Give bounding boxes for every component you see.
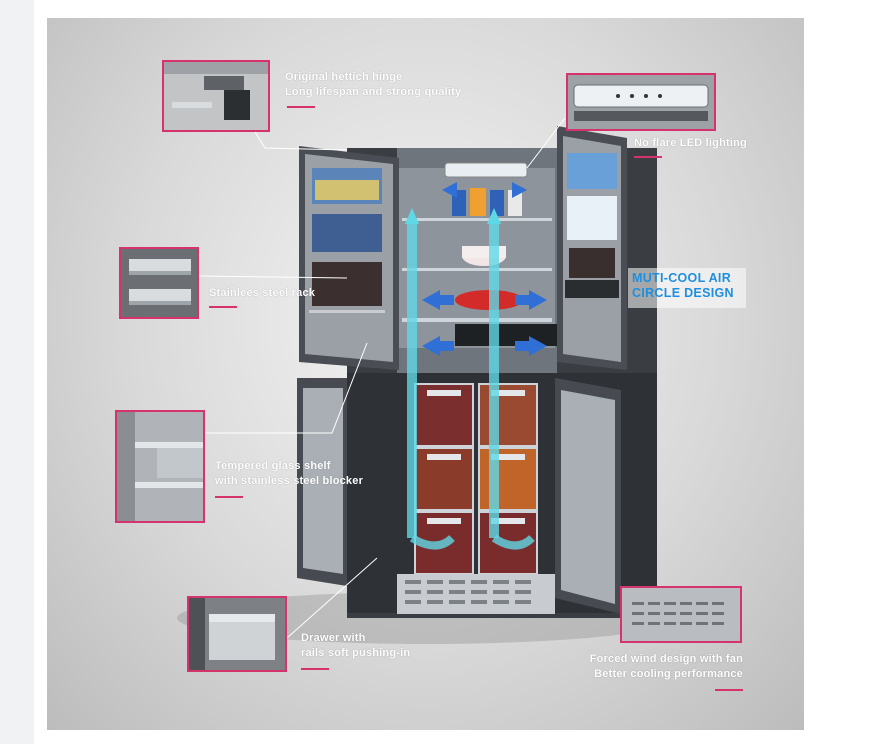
air-circle-design-label: MUTI-COOL AIR CIRCLE DESIGN <box>628 268 746 308</box>
rack-accent-bar <box>209 306 237 308</box>
left-sidebar-strip <box>0 0 35 744</box>
drawer-detail-photo <box>187 596 287 672</box>
fan-vent-detail-photo <box>620 586 742 643</box>
refrigerator-product-image: Original hettich hinge Long lifespan and… <box>47 18 804 730</box>
fan-accent-bar <box>715 689 743 691</box>
shelf-caption-line2: with stainless steel blocker <box>215 475 364 487</box>
drawer-caption: Drawer with rails soft pushing-in <box>301 631 410 661</box>
refrigerator-illustration <box>177 117 677 644</box>
fan-caption-line1: Forced wind design with fan <box>589 653 743 665</box>
rack-caption-line1: Stainlees steel rack <box>209 287 316 299</box>
fan-caption-line2: Better cooling performance <box>594 668 743 680</box>
air-circle-line1: MUTI-COOL AIR <box>632 271 732 285</box>
shelf-caption-line1: Tempered glass shelf <box>215 460 331 472</box>
glass-shelf-detail-photo <box>115 410 205 523</box>
drawer-caption-line1: Drawer with <box>301 632 366 644</box>
steel-rack-detail-photo <box>119 247 199 319</box>
led-lighting-detail-photo <box>566 73 716 131</box>
drawer-accent-bar <box>301 668 329 670</box>
hinge-detail-photo <box>162 60 270 132</box>
drawer-caption-line2: rails soft pushing-in <box>301 647 411 659</box>
lighting-caption-line1: No flare LED lighting <box>634 137 747 149</box>
hinge-caption-line2: Long lifespan and strong quality <box>285 86 462 98</box>
fan-caption: Forced wind design with fan Better cooli… <box>557 652 743 682</box>
hinge-caption: Original hettich hinge Long lifespan and… <box>285 70 461 100</box>
shelf-caption: Tempered glass shelf with stainless stee… <box>215 459 363 489</box>
rack-caption: Stainlees steel rack <box>209 286 315 301</box>
lighting-accent-bar <box>634 156 662 158</box>
hinge-accent-bar <box>287 106 315 108</box>
hinge-caption-line1: Original hettich hinge <box>285 71 403 83</box>
shelf-accent-bar <box>215 496 243 498</box>
air-circle-line2: CIRCLE DESIGN <box>632 286 734 300</box>
lighting-caption: No flare LED lighting <box>634 136 747 151</box>
